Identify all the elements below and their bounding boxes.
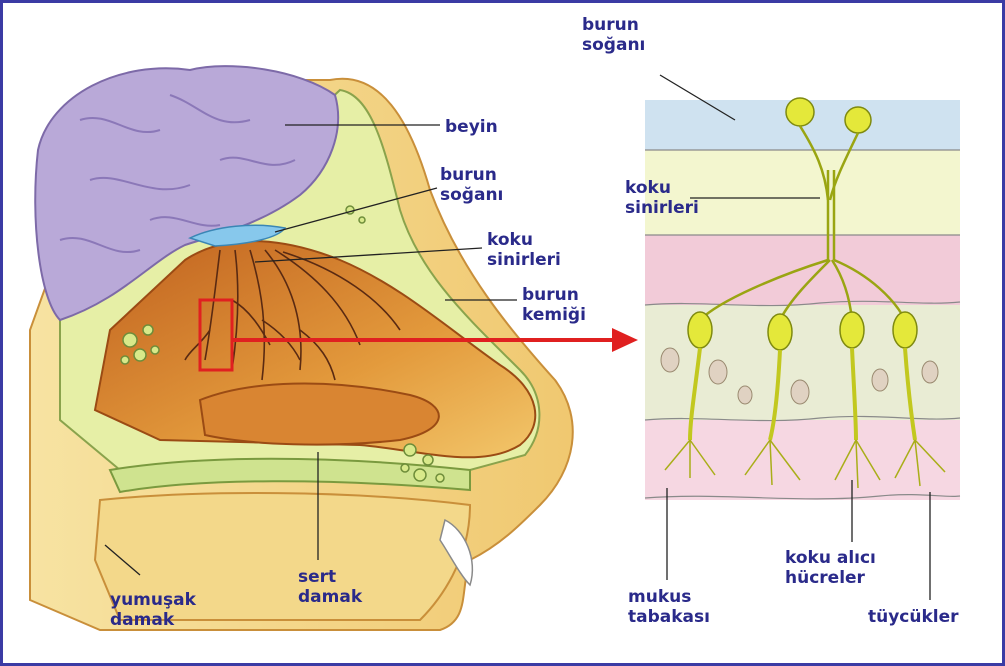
label-burun-sogani-right-2: soğanı (582, 35, 645, 55)
label-sert-damak-1: sert (298, 567, 336, 587)
label-burun-kemigi-2: kemiği (522, 305, 586, 325)
label-koku-sinirleri-left-2: sinirleri (487, 250, 561, 270)
label-koku-alici-hucreler-1: koku alıcı (785, 548, 876, 568)
label-mukus-tabakasi-2: tabakası (628, 607, 710, 627)
label-sert-damak-2: damak (298, 587, 363, 607)
label-tuycukler: tüycükler (868, 607, 959, 627)
label-koku-sinirleri-right-1: koku (625, 178, 671, 198)
label-burun-kemigi-1: burun (522, 285, 579, 305)
head-cross-section (30, 66, 638, 630)
label-koku-alici-hucreler-2: hücreler (785, 568, 866, 588)
nasal-concha (200, 384, 439, 445)
label-burun-sogani-left-2: soğanı (440, 185, 503, 205)
label-beyin: beyin (445, 117, 498, 137)
label-koku-sinirleri-right-2: sinirleri (625, 198, 699, 218)
label-koku-sinirleri-left-1: koku (487, 230, 533, 250)
label-mukus-tabakasi-1: mukus (628, 587, 691, 607)
detail-connective-layer (645, 235, 960, 305)
highlight-arrow-head (612, 328, 638, 352)
label-yumusak-damak-2: damak (110, 610, 175, 630)
epithelium-detail (645, 75, 960, 600)
detail-bone-layer (645, 150, 960, 235)
label-yumusak-damak-1: yumuşak (110, 590, 197, 610)
label-burun-sogani-left-1: burun (440, 165, 497, 185)
label-burun-sogani-right-1: burun (582, 15, 639, 35)
